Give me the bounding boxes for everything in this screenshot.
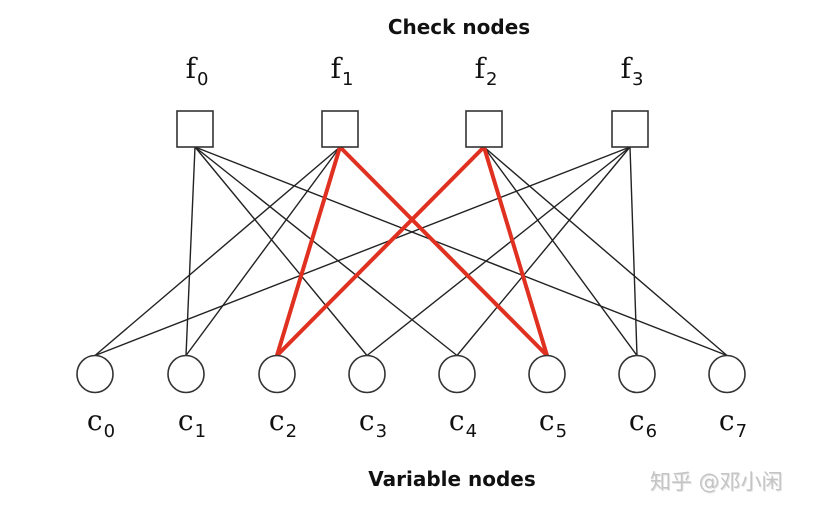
check-node-label-f0: f0	[185, 52, 209, 90]
variable-node-label-c5: c5	[538, 404, 567, 442]
variable-node-label-c0: c0	[86, 404, 115, 442]
edge-f2-c6	[483, 146, 638, 357]
label-subscript: 0	[196, 69, 209, 90]
check-node-label-f1: f1	[330, 52, 354, 90]
edge-f0-c3	[194, 146, 368, 357]
variable-node-label-c4: c4	[448, 404, 477, 442]
edge-f0-c4	[194, 146, 458, 357]
label-subscript: 3	[375, 421, 388, 442]
edge-f2-c5-highlight	[482, 145, 549, 358]
label-letter: f	[185, 52, 196, 85]
edge-f3-c4	[456, 146, 631, 357]
label-letter: c	[86, 404, 103, 437]
label-letter: c	[538, 404, 555, 437]
check-node-label-f2: f2	[474, 52, 498, 90]
edge-f1-c0	[94, 146, 341, 357]
label-letter: f	[474, 52, 485, 85]
edge-f2-c2-highlight	[275, 145, 486, 358]
label-subscript: 7	[735, 421, 748, 442]
edge-f3-c3	[366, 146, 631, 357]
watermark: 知乎 @邓小闲	[650, 470, 783, 494]
variable-nodes	[76, 354, 746, 394]
label-subscript: 6	[645, 421, 658, 442]
label-subscript: 0	[103, 421, 116, 442]
variable-node-c0	[76, 354, 114, 394]
variable-node-c7	[708, 354, 746, 394]
label-letter: f	[330, 52, 341, 85]
variable-node-label-c3: c3	[358, 404, 387, 442]
edge-f1-c2-highlight	[275, 145, 342, 358]
check-nodes	[176, 110, 649, 148]
variable-nodes-title: Variable nodes	[368, 467, 536, 491]
label-subscript: 3	[631, 69, 644, 90]
edge-f1-c5-highlight	[338, 145, 549, 358]
variable-node-c3	[348, 354, 386, 394]
edge-f3-c6	[629, 146, 638, 357]
variable-node-c6	[618, 354, 656, 394]
variable-node-label-c7: c7	[718, 404, 747, 442]
label-subscript: 1	[341, 69, 354, 90]
label-subscript: 2	[485, 69, 498, 90]
variable-node-label-c1: c1	[177, 404, 206, 442]
check-node-f2	[465, 110, 503, 148]
variable-node-c5	[528, 354, 566, 394]
label-letter: c	[177, 404, 194, 437]
check-node-label-f3: f3	[620, 52, 644, 90]
label-letter: c	[268, 404, 285, 437]
variable-node-c1	[167, 354, 205, 394]
label-letter: c	[718, 404, 735, 437]
variable-node-c2	[258, 354, 296, 394]
label-letter: c	[628, 404, 645, 437]
variable-node-label-c2: c2	[268, 404, 297, 442]
edge-f1-c1	[185, 146, 341, 357]
check-node-f1	[321, 110, 359, 148]
edge-f2-c7	[483, 146, 728, 357]
edge-f3-c0	[94, 146, 631, 357]
variable-node-c4	[438, 354, 476, 394]
label-letter: f	[620, 52, 631, 85]
label-subscript: 5	[555, 421, 568, 442]
edges-normal	[94, 146, 728, 357]
edge-f0-c1	[185, 146, 196, 357]
label-letter: c	[358, 404, 375, 437]
check-node-f0	[176, 110, 214, 148]
label-letter: c	[448, 404, 465, 437]
label-subscript: 2	[285, 421, 298, 442]
edge-f0-c7	[194, 146, 728, 357]
variable-node-label-c6: c6	[628, 404, 657, 442]
label-subscript: 1	[194, 421, 207, 442]
label-subscript: 4	[465, 421, 478, 442]
check-nodes-title: Check nodes	[387, 15, 531, 39]
edges-highlight-cycle	[275, 145, 549, 358]
check-node-f3	[611, 110, 649, 148]
